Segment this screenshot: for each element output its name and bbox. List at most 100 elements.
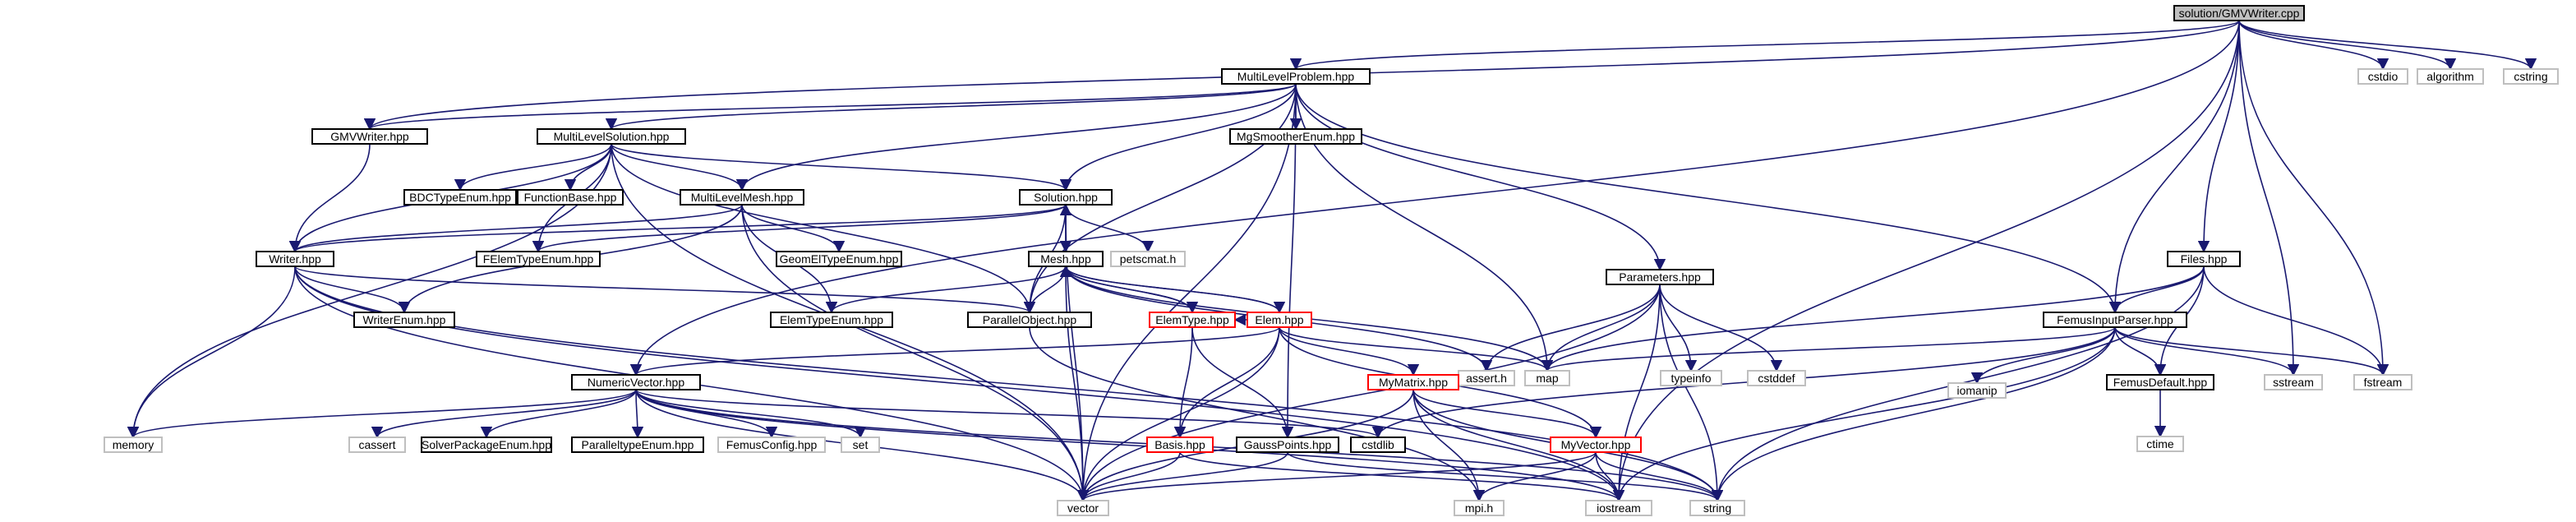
node-label: FemusDefault.hpp	[2113, 376, 2208, 389]
node-sol[interactable]: Solution.hpp	[1019, 189, 1113, 206]
edge-nv-to-spenum	[480, 389, 637, 439]
node-nv[interactable]: NumericVector.hpp	[571, 374, 701, 390]
node-box	[421, 437, 552, 453]
node-writer[interactable]: Writer.hpp	[256, 251, 334, 267]
node-box	[2264, 374, 2323, 390]
node-myvector[interactable]: MyVector.hpp	[1550, 437, 1642, 453]
node-ptenum[interactable]: ParalleltypeEnum.hpp	[571, 437, 704, 453]
node-box	[1110, 251, 1186, 267]
node-box	[680, 189, 804, 206]
node-asserth: assert.h	[1458, 370, 1515, 386]
node-fb[interactable]: FunctionBase.hpp	[517, 189, 624, 206]
node-label: memory	[113, 438, 154, 451]
node-fdef[interactable]: FemusDefault.hpp	[2106, 374, 2214, 390]
node-cassert: cassert	[348, 437, 406, 453]
node-label: iostream	[1597, 501, 1641, 515]
node-bdc[interactable]: BDCTypeEnum.hpp	[403, 189, 517, 206]
node-label: FemusInputParser.hpp	[2057, 313, 2173, 326]
edge-nv-to-ptenum	[631, 389, 644, 439]
edge-files-to-map	[1541, 266, 2205, 372]
node-label: algorithm	[2426, 70, 2474, 83]
node-box	[717, 437, 826, 453]
node-box	[1350, 437, 1406, 453]
node-iomanip: iomanip	[1947, 382, 2007, 399]
node-label: string	[1703, 501, 1731, 515]
edge-root-to-iostream	[1612, 20, 2240, 502]
node-box	[1057, 500, 1109, 516]
node-elemtype[interactable]: ElemType.hpp	[1149, 312, 1236, 328]
node-label: Files.hpp	[2181, 252, 2228, 266]
edge-root-to-cstdio	[2238, 20, 2389, 71]
edge-files-to-fstream	[2203, 266, 2389, 376]
edge-writer-to-wenum	[294, 266, 411, 314]
edge-mymatrix-to-iostream	[1412, 389, 1625, 502]
node-cstdlib[interactable]: cstdlib	[1350, 437, 1406, 453]
node-box	[571, 374, 701, 390]
edge-root-to-nv	[629, 20, 2240, 376]
node-label: sstream	[2273, 376, 2314, 389]
node-label: Basis.hpp	[1154, 438, 1205, 451]
edge-root-to-fstream	[2238, 20, 2389, 376]
node-etenum[interactable]: ElemTypeEnum.hpp	[770, 312, 893, 328]
edge-gp-to-string	[1287, 451, 1723, 502]
node-box	[1747, 370, 1806, 386]
edge-mlp-to-gp	[1281, 83, 1297, 439]
node-gmvw[interactable]: GMVWriter.hpp	[311, 128, 428, 145]
node-mymatrix[interactable]: MyMatrix.hpp	[1367, 374, 1459, 390]
node-label: cassert	[358, 438, 395, 451]
edge-mls-to-memory	[127, 143, 612, 439]
node-box	[517, 189, 624, 206]
edge-myvector-to-mpih	[1472, 451, 1597, 502]
edge-mls-to-mlm	[611, 143, 749, 192]
node-basis[interactable]: Basis.hpp	[1146, 437, 1214, 453]
node-pobj[interactable]: ParallelObject.hpp	[967, 312, 1092, 328]
node-mgs[interactable]: MgSmootherEnum.hpp	[1229, 128, 1362, 145]
node-fip[interactable]: FemusInputParser.hpp	[2043, 312, 2187, 328]
edge-elem-to-mymatrix	[1279, 326, 1420, 376]
node-label: FElemTypeEnum.hpp	[483, 252, 594, 266]
node-mpih: mpi.h	[1454, 500, 1505, 516]
node-label: Elem.hpp	[1255, 313, 1303, 326]
node-label: fstream	[2364, 376, 2403, 389]
node-label: vector	[1067, 501, 1099, 515]
edge-elem-to-map	[1279, 326, 1554, 372]
node-box	[2136, 436, 2184, 452]
node-mlm[interactable]: MultiLevelMesh.hpp	[680, 189, 804, 206]
edge-elem-to-mesh	[1059, 265, 1280, 313]
node-params[interactable]: Parameters.hpp	[1606, 269, 1714, 285]
node-spenum[interactable]: SolverPackageEnum.hpp	[421, 437, 552, 453]
node-box	[403, 189, 517, 206]
node-gp[interactable]: GaussPoints.hpp	[1236, 437, 1339, 453]
edge-mls-to-sol	[611, 143, 1071, 192]
node-box	[256, 251, 334, 267]
node-box	[1689, 500, 1745, 516]
edge-params-to-map	[1541, 284, 1661, 372]
node-box	[2357, 68, 2408, 85]
node-mls[interactable]: MultiLevelSolution.hpp	[537, 128, 686, 145]
node-mesh[interactable]: Mesh.hpp	[1028, 251, 1104, 267]
edge-params-to-iostream	[1612, 284, 1661, 502]
node-box	[2106, 374, 2214, 390]
edge-params-to-cstddef	[1659, 284, 1783, 372]
edge-root-to-mlp	[1290, 20, 2240, 71]
node-mlp[interactable]: MultiLevelProblem.hpp	[1221, 68, 1371, 85]
edge-layer	[127, 20, 2537, 502]
node-label: Writer.hpp	[269, 252, 321, 266]
edge-mlp-to-map	[1295, 83, 1554, 372]
node-wenum[interactable]: WriterEnum.hpp	[353, 312, 455, 328]
node-fconf: FemusConfig.hpp	[717, 437, 826, 453]
node-label: Parameters.hpp	[1619, 270, 1701, 284]
node-box	[348, 437, 406, 453]
node-label: GeomElTypeEnum.hpp	[780, 252, 899, 266]
node-petsc: petscmat.h	[1110, 251, 1186, 267]
edge-nv-to-cassert	[371, 389, 637, 439]
node-fetype[interactable]: FElemTypeEnum.hpp	[476, 251, 601, 267]
edge-mesh-to-vector	[1065, 266, 1090, 502]
node-geom[interactable]: GeomElTypeEnum.hpp	[776, 251, 902, 267]
edge-params-to-vector	[1076, 284, 1661, 502]
node-files[interactable]: Files.hpp	[2167, 251, 2241, 267]
node-label: SolverPackageEnum.hpp	[422, 438, 551, 451]
node-box	[1606, 269, 1714, 285]
node-elem[interactable]: Elem.hpp	[1247, 312, 1312, 328]
node-label: NumericVector.hpp	[588, 376, 684, 389]
